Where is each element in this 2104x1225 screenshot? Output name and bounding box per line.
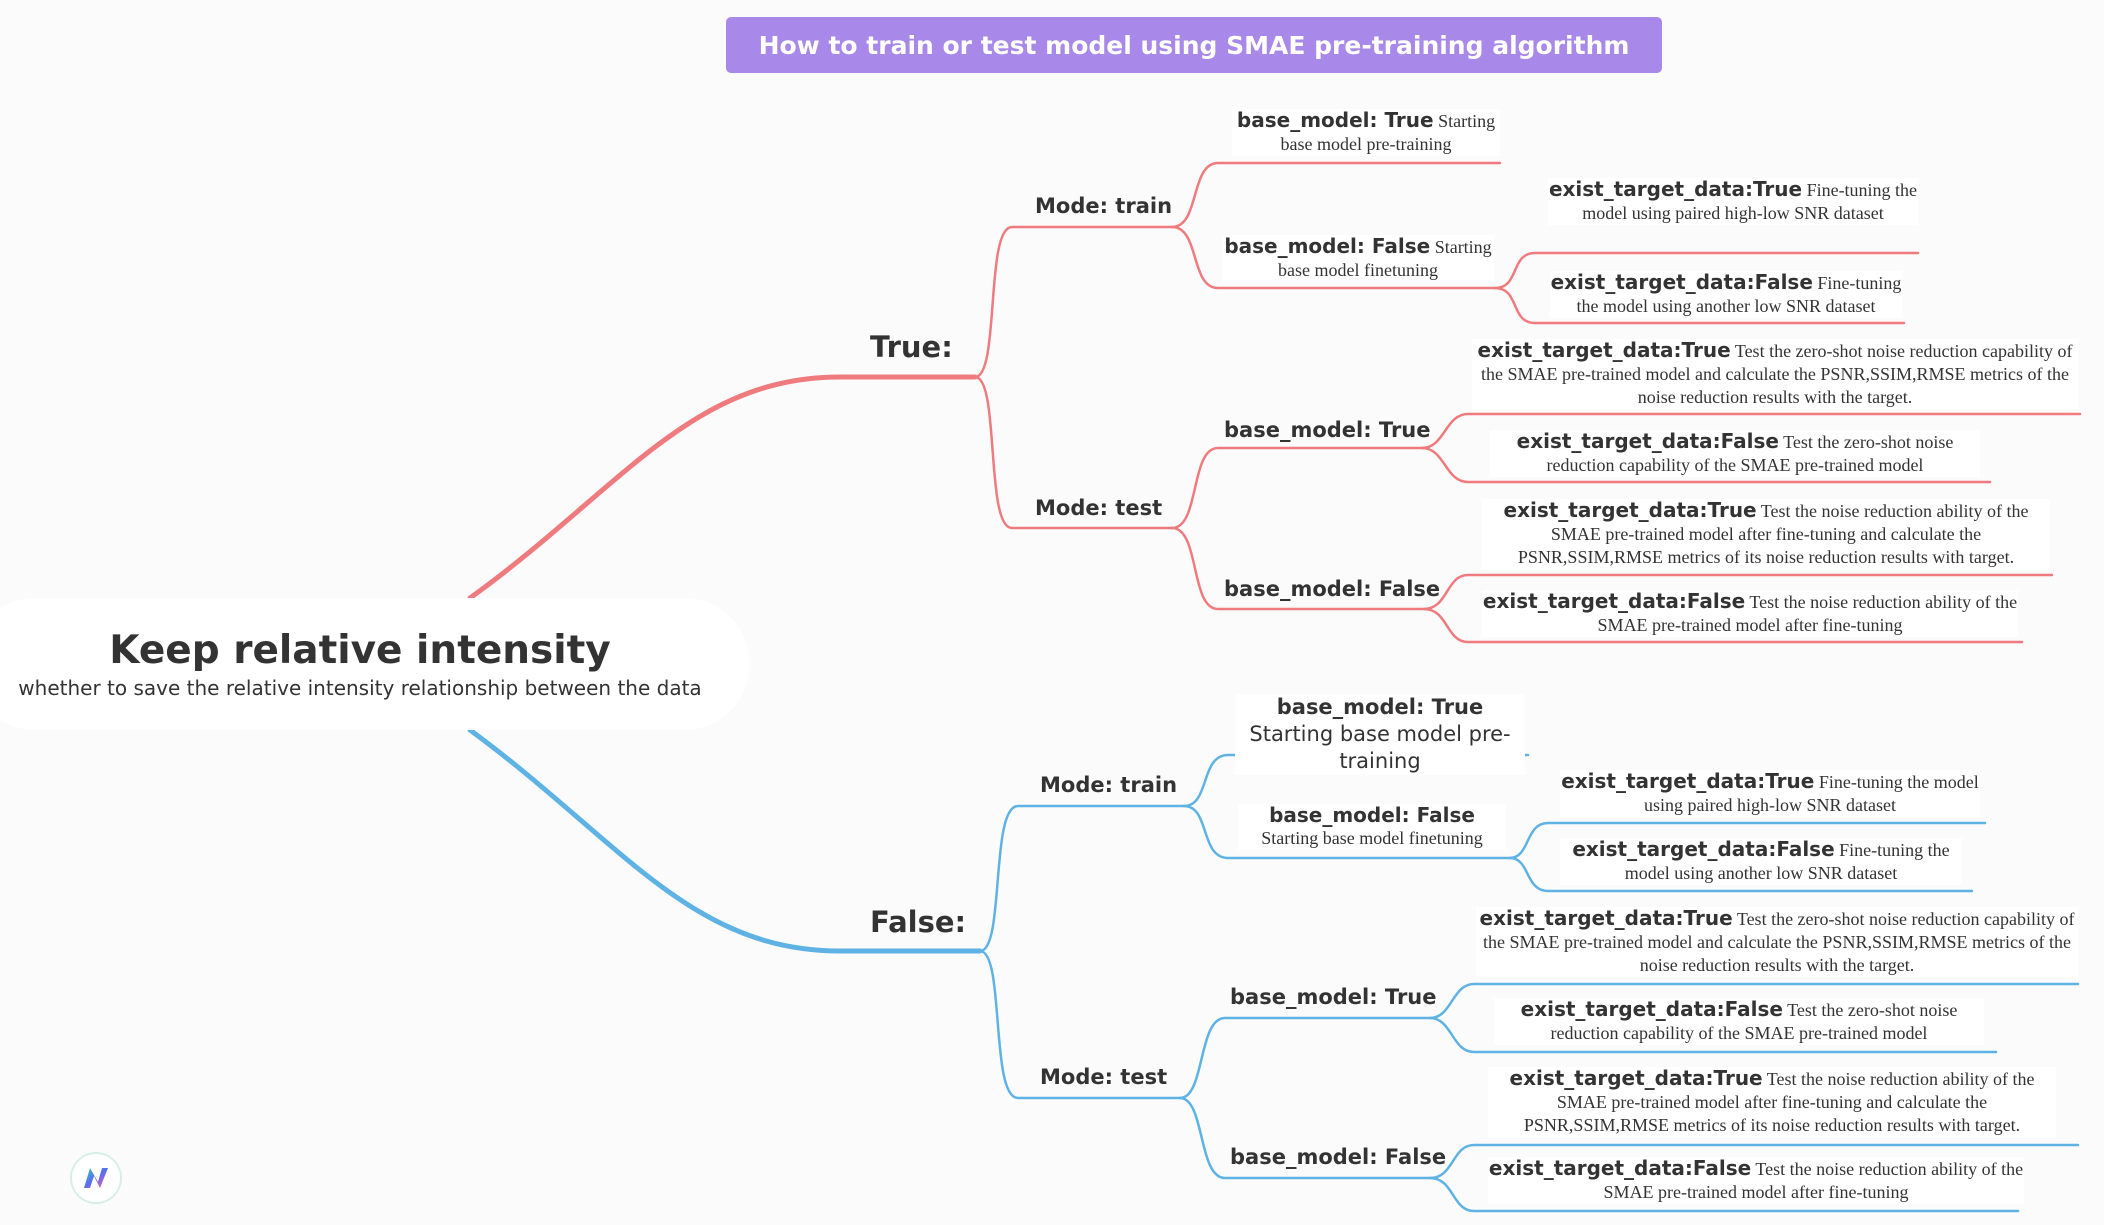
leaf-false-test-t-false[interactable]: exist_target_data:False Test the zero-sh… — [1494, 998, 1984, 1045]
leaf-key: base_model: False — [1269, 803, 1475, 827]
leaf-text: Starting base model finetuning — [1278, 237, 1492, 280]
leaf-text: Test the zero-shot noise reduction capab… — [1481, 341, 2073, 407]
leaf-true-test-t-true[interactable]: exist_target_data:True Test the zero-sho… — [1472, 339, 2078, 409]
connector-root-false — [467, 727, 983, 954]
leaf-key: exist_target_data:False — [1520, 997, 1783, 1021]
connectors-true — [973, 161, 2082, 644]
leaf-text: Fine-tuning the model using another low … — [1624, 840, 1950, 883]
leaf-false-test-f-true[interactable]: exist_target_data:True Test the noise re… — [1488, 1067, 2056, 1137]
leaf-key: exist_target_data:False — [1488, 1156, 1752, 1180]
leaf-text: Starting base model finetuning — [1261, 828, 1483, 848]
true-test-bm-false[interactable]: base_model: False — [1224, 577, 1441, 601]
leaf-text: Test the zero-shot noise reduction capab… — [1546, 432, 1954, 475]
diagram-title: How to train or test model using SMAE pr… — [726, 17, 1662, 73]
root-title: Keep relative intensity — [109, 628, 611, 673]
app-logo-glyph — [84, 1168, 108, 1188]
leaf-text: Test the noise reduction ability of the … — [1597, 592, 2018, 635]
leaf-true-train-etd-false[interactable]: exist_target_data:False Fine-tuning the … — [1550, 271, 1902, 318]
leaf-false-train-etd-false[interactable]: exist_target_data:False Fine-tuning the … — [1560, 838, 1962, 885]
leaf-text: Test the noise reduction ability of the … — [1523, 1069, 2035, 1135]
leaf-key: exist_target_data:False — [1572, 837, 1835, 861]
leaf-key: exist_target_data:True — [1503, 498, 1757, 522]
leaf-key: exist_target_data:True — [1477, 338, 1731, 362]
leaf-text: Test the zero-shot noise reduction capab… — [1550, 1000, 1958, 1043]
leaf-text: Starting base model pre-training — [1249, 722, 1511, 773]
leaf-text: Test the noise reduction ability of the … — [1517, 501, 2029, 567]
mode-train-false[interactable]: Mode: train — [1040, 773, 1178, 797]
branch-false[interactable]: False: — [870, 905, 967, 939]
leaf-text: Fine-tuning the model using paired high-… — [1582, 180, 1918, 223]
leaf-key: exist_target_data:False — [1516, 429, 1779, 453]
app-logo-icon[interactable] — [70, 1152, 122, 1204]
root-node[interactable]: Keep relative intensity whether to save … — [0, 598, 750, 730]
root-subtitle: whether to save the relative intensity r… — [18, 676, 702, 700]
true-test-bm-true[interactable]: base_model: True — [1224, 418, 1431, 442]
leaf-text: Test the zero-shot noise reduction capab… — [1483, 909, 2075, 975]
leaf-true-test-t-false[interactable]: exist_target_data:False Test the zero-sh… — [1490, 430, 1980, 477]
leaf-false-train-bm-true[interactable]: base_model: True Starting base model pre… — [1235, 694, 1525, 775]
branch-true[interactable]: True: — [870, 330, 953, 364]
leaf-key: exist_target_data:False — [1550, 270, 1813, 294]
leaf-false-train-etd-true[interactable]: exist_target_data:True Fine-tuning the m… — [1560, 770, 1980, 817]
leaf-true-train-bm-false[interactable]: base_model: False Starting base model fi… — [1222, 235, 1494, 282]
leaf-text: Test the noise reduction ability of the … — [1603, 1159, 2024, 1202]
leaf-true-test-f-true[interactable]: exist_target_data:True Test the noise re… — [1482, 499, 2050, 569]
leaf-false-test-f-false[interactable]: exist_target_data:False Test the noise r… — [1488, 1157, 2024, 1204]
leaf-text: Starting base model pre-training — [1280, 111, 1496, 154]
false-test-bm-true[interactable]: base_model: True — [1230, 985, 1437, 1009]
mode-train-true[interactable]: Mode: train — [1035, 194, 1173, 218]
leaf-true-test-f-false[interactable]: exist_target_data:False Test the noise r… — [1482, 590, 2018, 637]
leaf-key: base_model: True — [1276, 695, 1484, 719]
mode-test-true[interactable]: Mode: test — [1035, 496, 1163, 520]
leaf-key: base_model: False — [1224, 234, 1431, 258]
leaf-text: Fine-tuning the model using paired high-… — [1644, 772, 1979, 815]
leaf-key: base_model: True — [1236, 108, 1434, 132]
leaf-text: Fine-tuning the model using another low … — [1576, 273, 1902, 316]
leaf-false-test-t-true[interactable]: exist_target_data:True Test the zero-sho… — [1476, 907, 2078, 977]
leaf-true-train-etd-true[interactable]: exist_target_data:True Fine-tuning the m… — [1548, 178, 1918, 225]
leaf-key: exist_target_data:True — [1479, 906, 1733, 930]
connectors-false — [978, 753, 2080, 1213]
leaf-key: exist_target_data:True — [1548, 177, 1803, 201]
leaf-true-train-bm-true[interactable]: base_model: True Starting base model pre… — [1232, 109, 1500, 156]
leaf-key: exist_target_data:False — [1482, 589, 1746, 613]
mode-test-false[interactable]: Mode: test — [1040, 1065, 1168, 1089]
connector-root-true — [467, 374, 978, 601]
false-test-bm-false[interactable]: base_model: False — [1230, 1145, 1447, 1169]
leaf-key: exist_target_data:True — [1561, 769, 1815, 793]
leaf-key: exist_target_data:True — [1509, 1066, 1763, 1090]
